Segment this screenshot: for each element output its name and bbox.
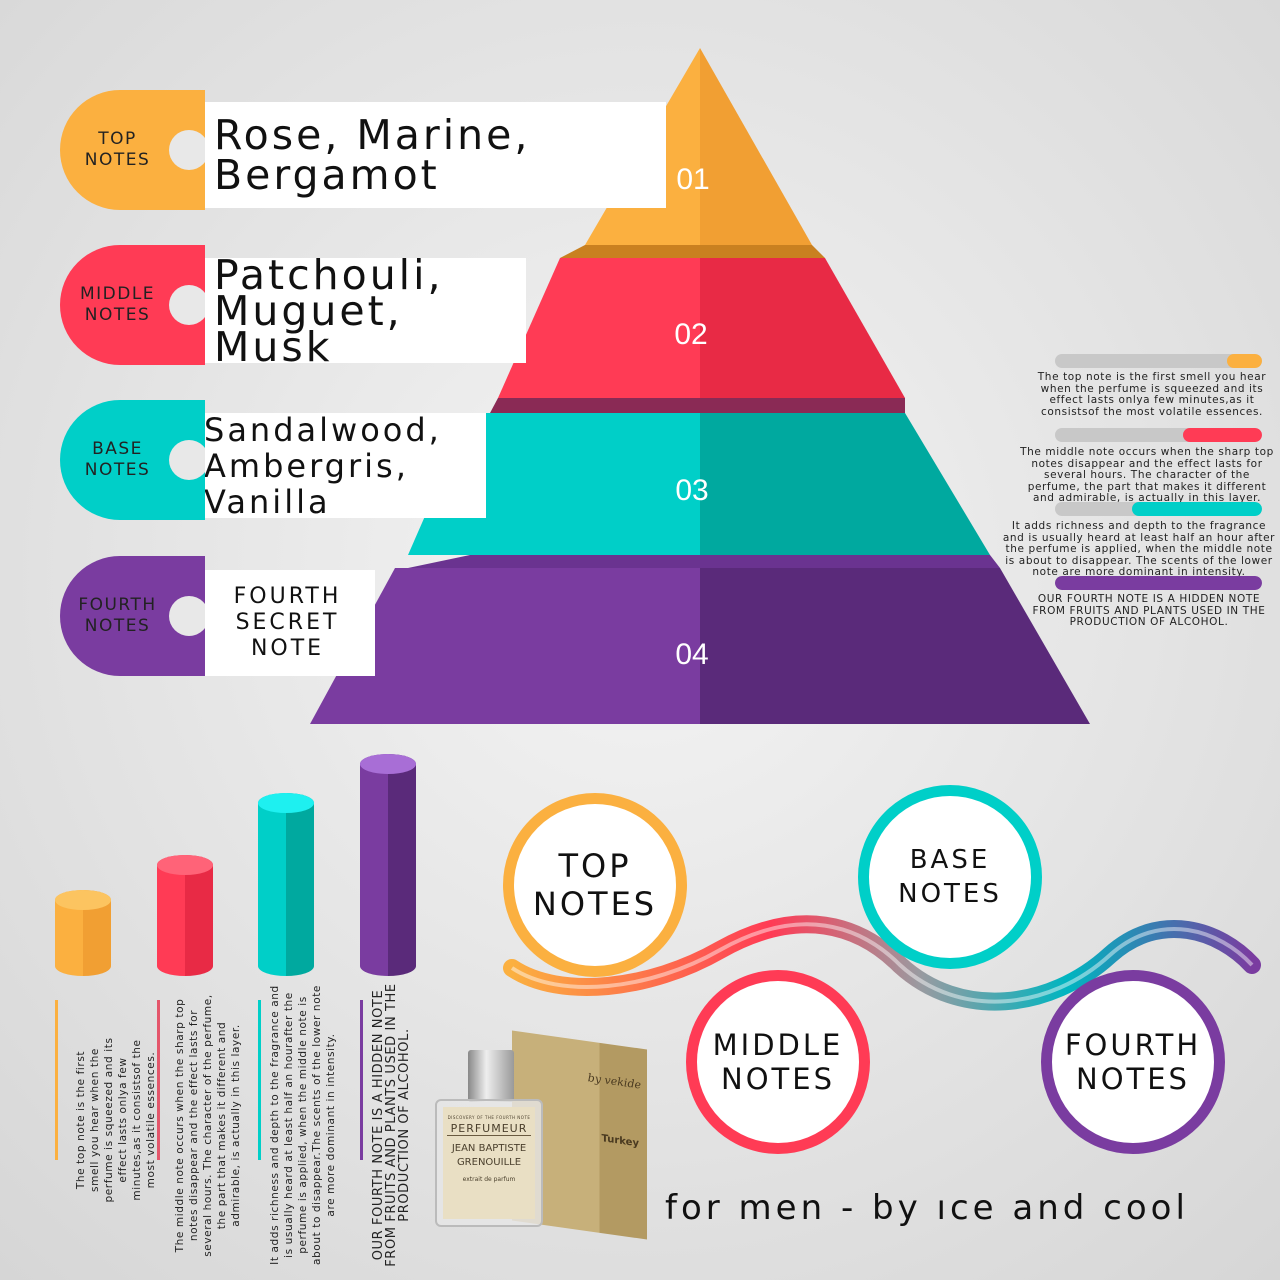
- intensity-bar-top: [1055, 354, 1262, 368]
- base-note-description: It adds richness and depth to the fragra…: [1002, 520, 1276, 578]
- tier-number: 02: [674, 318, 708, 351]
- vertical-description-base: It adds richness and depth to the fragra…: [269, 985, 337, 1265]
- bottle-brand: PERFUMEUR: [447, 1122, 531, 1136]
- divider-line: [55, 1000, 58, 1160]
- bottle-name: JEAN BAPTISTE GRENOUILLE: [451, 1143, 527, 1168]
- middle-note-description: The middle note occurs when the sharp to…: [1020, 446, 1274, 504]
- box-origin: Turkey: [601, 1133, 639, 1150]
- middle-notes-list: Patchouli, Muguet, Musk: [196, 254, 526, 367]
- intensity-fill: [1131, 502, 1262, 516]
- divider-line: [157, 1000, 160, 1160]
- box-sign: by vekide: [587, 1071, 641, 1092]
- divider-line: [258, 1000, 261, 1160]
- vertical-description-middle: The middle note occurs when the sharp to…: [174, 994, 242, 1257]
- bottle-type: extrait de parfum: [462, 1176, 516, 1183]
- perfume-cap: [468, 1050, 514, 1102]
- middle-notes-badge: MIDDLE NOTES: [60, 245, 205, 365]
- circle-middle-notes: MIDDLE NOTES: [686, 970, 870, 1154]
- base-notes-list: Sandalwood, Ambergris, Vanilla: [196, 412, 486, 520]
- circle-fourth-notes: FOURTH NOTES: [1041, 970, 1225, 1154]
- intensity-fill: [1226, 354, 1262, 368]
- fourth-notes-badge: FOURTH NOTES: [60, 556, 205, 676]
- cylinder-middle: [157, 855, 213, 976]
- intensity-fill: [1183, 428, 1262, 442]
- cylinder-base: [258, 793, 314, 976]
- intensity-bar-middle: [1055, 428, 1262, 442]
- cylinder-fourth: [360, 754, 416, 976]
- vertical-description-fourth: OUR FOURTH NOTE IS A HIDDEN NOTE FROM FR…: [371, 983, 412, 1267]
- bottle-tagline: DISCOVERY OF THE FOURTH NOTE: [447, 1115, 531, 1120]
- circle-base-notes: BASE NOTES: [858, 785, 1042, 969]
- top-notes-badge: TOP NOTES: [60, 90, 205, 210]
- wave-connector: [503, 915, 1261, 1011]
- tier-4: [310, 555, 1090, 724]
- fourth-note-description: OUR FOURTH NOTE IS A HIDDEN NOTE FROM FR…: [1032, 593, 1266, 628]
- tagline: for men - by ıce and cool: [665, 1188, 1189, 1228]
- intensity-fill: [1055, 576, 1262, 590]
- vertical-description-top: The top note is the first smell you hear…: [75, 1037, 157, 1203]
- base-notes-badge: BASE NOTES: [60, 400, 205, 520]
- intensity-bar-fourth: [1055, 576, 1262, 590]
- cylinder-top: [55, 890, 111, 976]
- top-note-description: The top note is the first smell you hear…: [1037, 371, 1267, 418]
- tier-2: [498, 258, 905, 398]
- tier-number: 04: [675, 638, 709, 671]
- circle-top-notes: TOP NOTES: [503, 793, 687, 977]
- fourth-notes-list: FOURTH SECRET NOTE: [175, 570, 375, 676]
- tier-number: 03: [675, 474, 709, 507]
- tier-number: 01: [676, 163, 710, 196]
- intensity-bar-base: [1055, 502, 1262, 516]
- divider-line: [360, 1000, 363, 1160]
- perfume-bottle: DISCOVERY OF THE FOURTH NOTE PERFUMEUR J…: [435, 1099, 543, 1227]
- top-notes-list: Rose, Marine, Bergamot: [196, 102, 666, 208]
